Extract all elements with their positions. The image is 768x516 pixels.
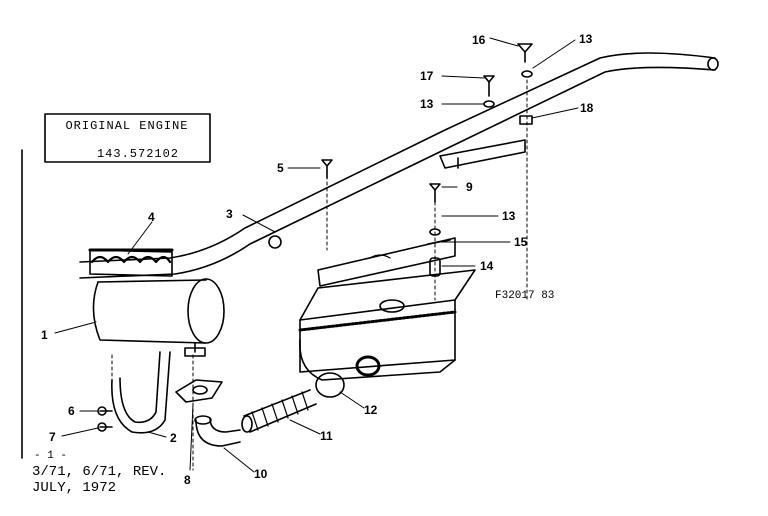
clamp-ring <box>315 372 345 398</box>
callout-18: 18 <box>580 101 594 115</box>
callout-17: 17 <box>420 69 434 83</box>
callout-6: 6 <box>68 404 75 418</box>
engine-box-title: ORIGINAL ENGINE <box>65 119 188 133</box>
engine-box <box>44 113 211 163</box>
exhaust-elbow <box>194 415 241 447</box>
gasket-flange <box>175 379 223 403</box>
screw-5 <box>321 159 333 179</box>
revision-line-2: JULY, 1972 <box>32 480 116 496</box>
muffler <box>92 278 225 357</box>
callout-7: 7 <box>49 430 56 444</box>
flex-hose <box>241 389 317 433</box>
spacer-14 <box>429 257 441 277</box>
heat-shield <box>88 248 174 277</box>
mounting-plate <box>317 237 456 287</box>
handle-bracket <box>439 139 526 169</box>
callout-8: 8 <box>184 473 191 487</box>
assembly-lines <box>111 79 528 471</box>
callout-13-top: 13 <box>579 32 593 46</box>
callout-5: 5 <box>277 161 284 175</box>
callout-15: 15 <box>514 235 528 249</box>
screw-7 <box>97 422 113 432</box>
page-number: - 1 - <box>34 450 67 462</box>
callout-3: 3 <box>226 207 233 221</box>
callout-10: 10 <box>254 467 268 481</box>
leader-lines <box>54 37 579 473</box>
screw-9 <box>429 183 441 203</box>
muffler-bracket <box>111 351 171 434</box>
callout-11: 11 <box>320 429 333 443</box>
callout-4: 4 <box>148 210 155 224</box>
callout-2: 2 <box>170 431 177 445</box>
callout-16: 16 <box>472 33 486 47</box>
revision-line-1: 3/71, 6/71, REV. <box>32 464 166 480</box>
callout-1: 1 <box>41 328 48 342</box>
screw-6 <box>97 406 113 416</box>
callout-13-middle: 13 <box>420 97 434 111</box>
figure-code: F32017 83 <box>495 290 554 302</box>
exhaust-tube <box>79 52 719 279</box>
callout-9: 9 <box>466 180 473 194</box>
nut-18 <box>519 115 533 125</box>
engine-box-number: 143.572102 <box>97 147 179 161</box>
engine-housing <box>298 269 476 381</box>
screw-17 <box>483 75 495 97</box>
callout-13-lower: 13 <box>502 209 516 223</box>
callout-14: 14 <box>480 259 494 273</box>
callout-12: 12 <box>364 403 378 417</box>
lock-washer-15 <box>427 239 451 245</box>
screw-16 <box>517 43 533 63</box>
